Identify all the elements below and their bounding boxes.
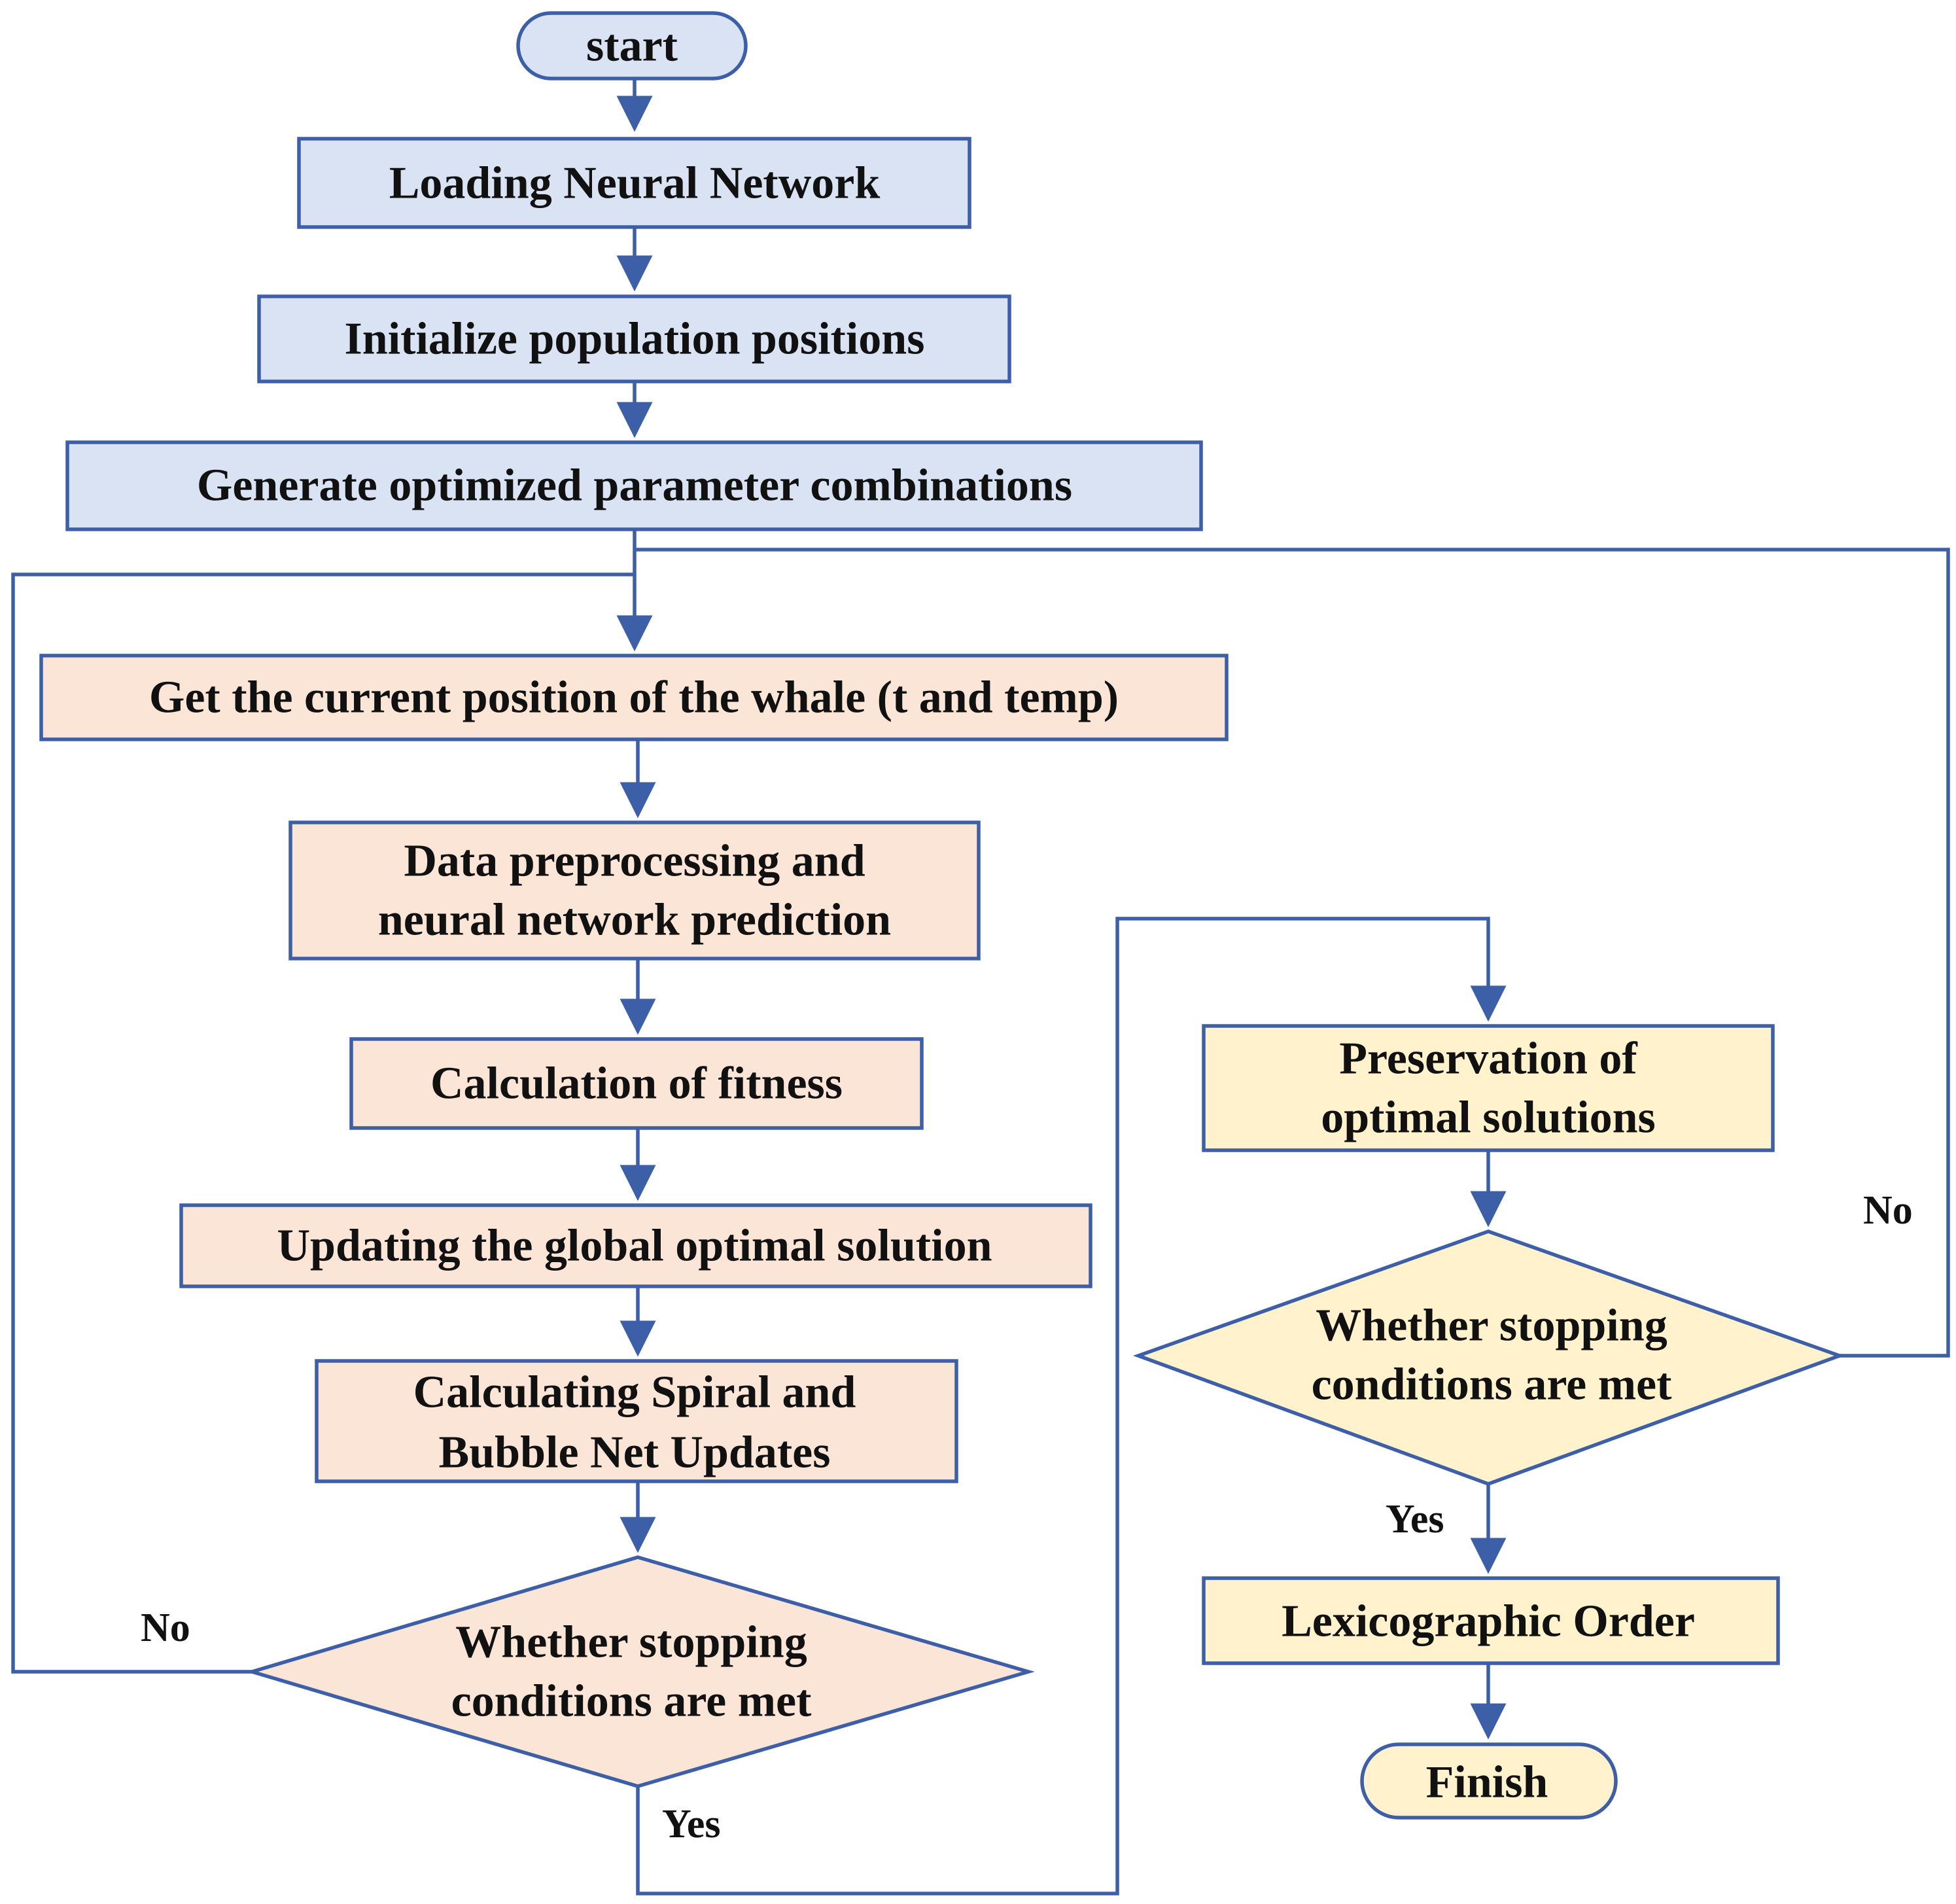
edge-label-yes-bottom: Yes (662, 1802, 721, 1846)
generate-parameters-label: Generate optimized parameter combination… (197, 461, 1072, 511)
loading-neural-network-box: Loading Neural Network (297, 137, 971, 229)
path-yes-to-preservation (636, 917, 1507, 1895)
edge-label-no-left: No (141, 1606, 190, 1650)
start-node: start (516, 11, 748, 80)
finish-label: Finish (1426, 1757, 1548, 1808)
stop-check-1-diamond: Whether stopping conditions are met (245, 1555, 1035, 1788)
loading-neural-network-label: Loading Neural Network (389, 158, 881, 209)
preprocessing-box: Data preprocessing and neural network pr… (288, 820, 981, 961)
fitness-box: Calculation of fitness (349, 1037, 924, 1130)
preservation-label-line2: optimal solutions (1321, 1093, 1656, 1143)
stop-check-1-line1: Whether stopping (455, 1617, 807, 1668)
preprocessing-label-line1: Data preprocessing and (404, 836, 865, 887)
update-global-label: Updating the global optimal solution (277, 1221, 992, 1271)
preservation-label-line1: Preservation of (1339, 1034, 1637, 1084)
loop-no-right (635, 548, 1950, 1358)
preprocessing-label-line2: neural network prediction (378, 895, 891, 945)
get-position-label: Get the current position of the whale (t… (149, 673, 1119, 723)
update-global-box: Updating the global optimal solution (179, 1203, 1092, 1288)
generate-parameters-box: Generate optimized parameter combination… (65, 440, 1203, 531)
spiral-box: Calculating Spiral and Bubble Net Update… (315, 1359, 958, 1483)
edge-label-yes-right: Yes (1386, 1497, 1444, 1542)
edge-label-no-right: No (1863, 1188, 1913, 1233)
initialize-population-label: Initialize population positions (345, 314, 925, 364)
stop-check-2-line2: conditions are met (1312, 1360, 1672, 1410)
stop-check-2-diamond: Whether stopping conditions are met (1132, 1229, 1845, 1486)
get-position-box: Get the current position of the whale (t… (39, 654, 1229, 741)
stop-check-2-line1: Whether stopping (1316, 1301, 1667, 1351)
connectors (11, 80, 1950, 1895)
initialize-population-box: Initialize population positions (257, 294, 1011, 383)
lexicographic-box: Lexicographic Order (1202, 1576, 1780, 1665)
lexicographic-label: Lexicographic Order (1282, 1596, 1695, 1647)
finish-node: Finish (1360, 1742, 1618, 1820)
spiral-label-line2: Bubble Net Updates (439, 1428, 831, 1478)
fitness-label: Calculation of fitness (430, 1059, 843, 1109)
preservation-box: Preservation of optimal solutions (1202, 1024, 1775, 1152)
stop-check-1-line2: conditions are met (451, 1676, 812, 1727)
loop-no-left (11, 573, 635, 1674)
start-label: start (586, 21, 678, 71)
spiral-label-line1: Calculating Spiral and (413, 1367, 856, 1418)
